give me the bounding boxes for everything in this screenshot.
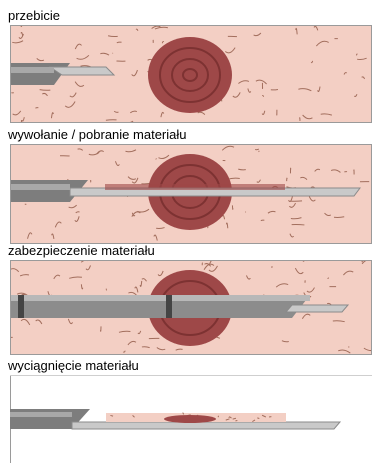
step-3-illustration xyxy=(10,260,372,355)
tissue-cell-wall xyxy=(110,415,113,416)
lesion-sample xyxy=(164,415,216,423)
step-1-panel xyxy=(10,25,372,123)
tissue-cell-wall xyxy=(255,149,259,150)
step-1-illustration xyxy=(10,25,372,123)
tissue-cell-wall xyxy=(257,418,259,419)
lesion xyxy=(148,37,232,113)
step-4-panel xyxy=(10,375,372,463)
step-2-label: wywołanie / pobranie materiału xyxy=(8,127,186,142)
step-3-panel xyxy=(10,260,372,355)
step-4-illustration xyxy=(10,375,372,463)
step-1-label: przebicie xyxy=(8,8,60,23)
step-4-label: wyciągnięcie materiału xyxy=(8,358,139,373)
step-2-panel xyxy=(10,144,372,244)
step-3-label: zabezpieczenie materiału xyxy=(8,243,155,258)
step-2-illustration xyxy=(10,144,372,244)
tissue-cell-wall xyxy=(232,205,233,209)
tissue-cell-wall xyxy=(35,108,38,109)
